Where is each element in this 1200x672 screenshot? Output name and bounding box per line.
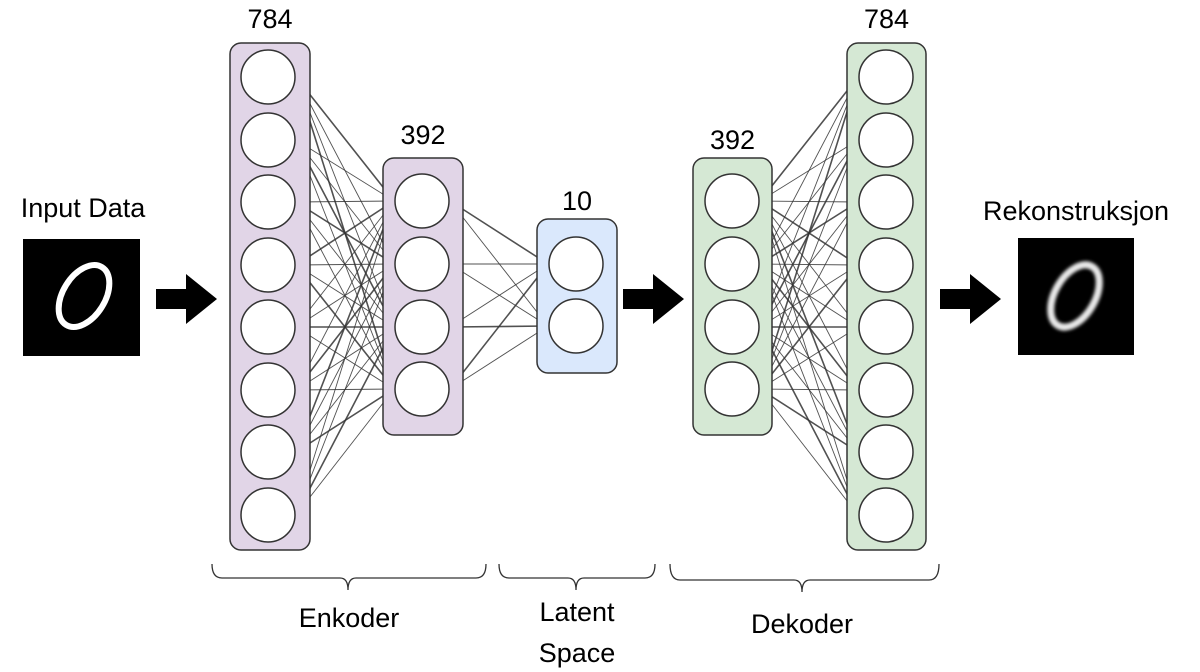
connection-edge xyxy=(759,76,859,202)
output-image xyxy=(1018,238,1134,355)
neuron-node xyxy=(240,49,296,105)
neuron-node xyxy=(704,236,760,292)
connection-edge xyxy=(759,388,859,516)
connection-edge xyxy=(759,326,859,390)
layers: 784 392 10 392 784 xyxy=(229,4,927,551)
neuron-node xyxy=(858,237,914,293)
connection-edge xyxy=(295,200,395,203)
input-image xyxy=(23,239,140,356)
layer-size-label: 392 xyxy=(400,120,445,150)
connection-edge xyxy=(295,200,395,328)
neuron-node xyxy=(394,173,450,229)
connection-edge xyxy=(759,76,859,390)
layer-box xyxy=(382,157,464,436)
input-digit-zero-icon xyxy=(55,262,113,330)
connection-edge xyxy=(759,76,859,328)
neuron-node xyxy=(240,237,296,293)
output-digit-zero-icon xyxy=(1047,261,1103,331)
neuron-node xyxy=(240,112,296,168)
connection-edge xyxy=(449,200,549,265)
layer-enc392: 392 xyxy=(382,120,464,436)
neuron-node xyxy=(704,173,760,229)
connection-edge xyxy=(295,263,395,516)
layer-box xyxy=(692,157,773,436)
neuron-node xyxy=(548,236,604,292)
layer-box xyxy=(846,42,927,551)
neuron-node xyxy=(858,49,914,105)
connection-edge xyxy=(759,76,859,265)
connection-edge xyxy=(295,76,395,202)
neuron-node xyxy=(240,299,296,355)
layer-enc784: 784 xyxy=(229,4,311,551)
brace-decoder xyxy=(669,563,940,593)
layer-dec392: 392 xyxy=(692,125,773,436)
neuron-node xyxy=(394,299,450,355)
connection-edge xyxy=(295,200,395,266)
brace-encoder xyxy=(211,563,487,591)
connection-edge xyxy=(449,200,549,327)
arrow-latent-to-decoder-icon xyxy=(623,274,684,324)
neuron-node xyxy=(858,362,914,418)
connection-edge xyxy=(295,139,395,202)
layer-size-label: 784 xyxy=(247,4,292,34)
connection-edge xyxy=(295,200,395,516)
layer-latent10: 10 xyxy=(536,186,618,374)
neuron-node xyxy=(858,174,914,230)
connection-edge xyxy=(295,200,395,453)
reconstruction-label: Rekonstruksjon xyxy=(983,196,1169,226)
neuron-node xyxy=(858,112,914,168)
connection-edge xyxy=(449,263,549,328)
neuron-node xyxy=(394,361,450,417)
neuron-node xyxy=(704,361,760,417)
arrow-input-to-encoder-icon xyxy=(156,274,217,324)
neuron-node xyxy=(858,424,914,480)
brace-latent xyxy=(498,563,656,591)
connection-edge xyxy=(295,388,395,516)
neuron-node xyxy=(240,487,296,543)
arrow-decoder-to-output-icon xyxy=(940,274,1001,324)
neuron-node xyxy=(858,487,914,543)
latent-space-label-line2: Space xyxy=(539,638,616,668)
neuron-node xyxy=(858,299,914,355)
layer-box xyxy=(229,42,311,551)
connection-edge xyxy=(295,200,395,391)
neuron-node xyxy=(548,298,604,354)
latent-space-label-line1: Latent xyxy=(539,597,615,627)
decoder-label: Dekoder xyxy=(751,609,853,639)
connection-edge xyxy=(759,388,859,391)
layer-size-label: 784 xyxy=(864,4,909,34)
connections xyxy=(295,76,859,516)
neuron-node xyxy=(240,424,296,480)
connection-edge xyxy=(295,326,395,516)
layer-size-label: 10 xyxy=(562,186,592,216)
input-data-label: Input Data xyxy=(21,193,147,223)
connection-edge xyxy=(449,325,549,390)
neuron-node xyxy=(394,236,450,292)
neuron-node xyxy=(704,299,760,355)
neuron-node xyxy=(240,362,296,418)
connection-edge xyxy=(759,264,859,390)
neuron-node xyxy=(240,174,296,230)
connection-edge xyxy=(449,263,549,390)
layer-size-label: 392 xyxy=(710,125,755,155)
encoder-label: Enkoder xyxy=(299,603,400,633)
layer-dec784: 784 xyxy=(846,4,927,551)
connection-edge xyxy=(759,388,859,453)
connection-edge xyxy=(759,201,859,390)
connection-edge xyxy=(759,139,859,390)
